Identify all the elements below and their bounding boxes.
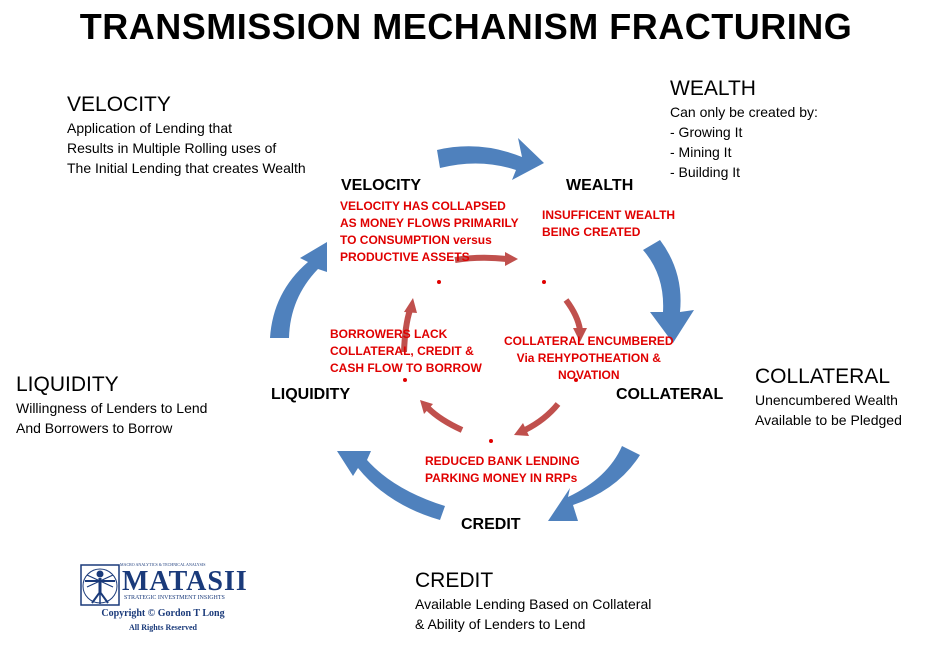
- credit-heading: CREDIT: [415, 569, 494, 592]
- page-title: TRANSMISSION MECHANISM FRACTURING: [79, 6, 853, 47]
- collateral-description: COLLATERAL Unencumbered Wealth Available…: [755, 364, 902, 430]
- node-velocity: VELOCITY: [341, 177, 422, 194]
- inner-dot: [437, 280, 441, 284]
- inner-arrow-credit-to-liquidity-head: [420, 400, 433, 414]
- inner-arrow-liquidity-to-velocity-head: [404, 298, 417, 313]
- problem-credit-line: PARKING MONEY IN RRPs: [425, 471, 578, 485]
- inner-dot: [403, 378, 407, 382]
- problem-liquidity-line: BORROWERS LACK: [330, 327, 448, 341]
- wealth-line: - Building It: [670, 164, 741, 180]
- liquidity-line: Willingness of Lenders to Lend: [16, 400, 208, 416]
- problem-wealth: INSUFFICENT WEALTH BEING CREATED: [542, 207, 675, 241]
- collateral-line: Available to be Pledged: [755, 412, 902, 428]
- collateral-line: Unencumbered Wealth: [755, 392, 898, 408]
- problem-collateral-line: Via REHYPOTHEATION &: [516, 351, 661, 365]
- inner-arrow-wealth-to-collateral: [563, 298, 583, 331]
- problem-velocity: VELOCITY HAS COLLAPSED AS MONEY FLOWS PR…: [340, 198, 519, 266]
- inner-dot: [489, 439, 493, 443]
- wealth-heading: WEALTH: [670, 77, 756, 100]
- problem-liquidity: BORROWERS LACK COLLATERAL, CREDIT & CASH…: [330, 326, 482, 377]
- wealth-line: - Growing It: [670, 124, 743, 140]
- wealth-line: Can only be created by:: [670, 104, 818, 120]
- problem-velocity-line: PRODUCTIVE ASSETS: [340, 250, 470, 264]
- inner-arrow-collateral-to-credit-head: [514, 423, 529, 436]
- problem-collateral-line: NOVATION: [558, 368, 620, 382]
- matasii-logo: MACRO ANALYTICS & TECHNICAL ANALYSIS MAT…: [78, 562, 248, 644]
- logo-subtitle: STRATEGIC INVESTMENT INSIGHTS: [124, 595, 225, 601]
- velocity-line: Application of Lending that: [67, 120, 233, 136]
- inner-dot: [574, 378, 578, 382]
- outer-arrow-liquidity-to-velocity: [270, 242, 327, 338]
- outer-arrow-wealth-to-collateral: [643, 240, 694, 343]
- inner-dot: [542, 280, 546, 284]
- problem-liquidity-line: CASH FLOW TO BORROW: [330, 361, 482, 375]
- outer-arrow-collateral-to-credit: [548, 446, 640, 521]
- wealth-description: WEALTH Can only be created by: - Growing…: [670, 76, 818, 182]
- inner-arrow-wealth-to-collateral-head: [573, 328, 587, 342]
- problem-collateral: COLLATERAL ENCUMBERED Via REHYPOTHEATION…: [504, 333, 674, 384]
- problem-wealth-line: BEING CREATED: [542, 225, 641, 239]
- logo-tagline: MACRO ANALYTICS & TECHNICAL ANALYSIS: [120, 562, 206, 567]
- liquidity-heading: LIQUIDITY: [16, 373, 119, 396]
- problem-credit: REDUCED BANK LENDING PARKING MONEY IN RR…: [425, 453, 580, 487]
- logo-brand: MATASII: [122, 566, 248, 597]
- node-wealth: WEALTH: [566, 177, 634, 194]
- inner-arrow-liquidity-to-velocity: [401, 309, 413, 353]
- velocity-description: VELOCITY Application of Lending that Res…: [67, 92, 306, 178]
- velocity-line: Results in Multiple Rolling uses of: [67, 140, 277, 156]
- problem-credit-line: REDUCED BANK LENDING: [425, 454, 580, 468]
- vitruvian-man-icon: [80, 564, 120, 606]
- problem-collateral-line: COLLATERAL ENCUMBERED: [504, 334, 674, 348]
- credit-line: & Ability of Lenders to Lend: [415, 616, 586, 632]
- credit-description: CREDIT Available Lending Based on Collat…: [415, 568, 651, 634]
- velocity-heading: VELOCITY: [67, 93, 171, 116]
- liquidity-line: And Borrowers to Borrow: [16, 420, 173, 436]
- problem-velocity-line: VELOCITY HAS COLLAPSED: [340, 199, 506, 213]
- node-collateral: COLLATERAL: [616, 386, 724, 403]
- collateral-heading: COLLATERAL: [755, 365, 890, 388]
- velocity-line: The Initial Lending that creates Wealth: [67, 160, 306, 176]
- problem-liquidity-line: COLLATERAL, CREDIT &: [330, 344, 474, 358]
- inner-arrow-velocity-to-wealth: [454, 254, 508, 263]
- wealth-line: - Mining It: [670, 144, 732, 160]
- rights-text: All Rights Reserved: [129, 623, 197, 632]
- outer-arrow-credit-to-liquidity: [337, 451, 445, 520]
- node-liquidity: LIQUIDITY: [271, 386, 351, 403]
- problem-velocity-line: TO CONSUMPTION versus: [340, 233, 492, 247]
- problem-wealth-line: INSUFFICENT WEALTH: [542, 208, 676, 222]
- node-credit: CREDIT: [461, 516, 521, 533]
- copyright-text: Copyright © Gordon T Long: [101, 608, 225, 619]
- outer-arrow-velocity-to-wealth: [437, 138, 544, 180]
- inner-arrow-collateral-to-credit: [523, 402, 561, 433]
- credit-line: Available Lending Based on Collateral: [415, 596, 652, 612]
- inner-arrow-velocity-to-wealth-head: [505, 252, 518, 266]
- inner-arrow-credit-to-liquidity: [425, 405, 464, 433]
- liquidity-description: LIQUIDITY Willingness of Lenders to Lend…: [16, 372, 207, 438]
- problem-velocity-line: AS MONEY FLOWS PRIMARILY: [340, 216, 519, 230]
